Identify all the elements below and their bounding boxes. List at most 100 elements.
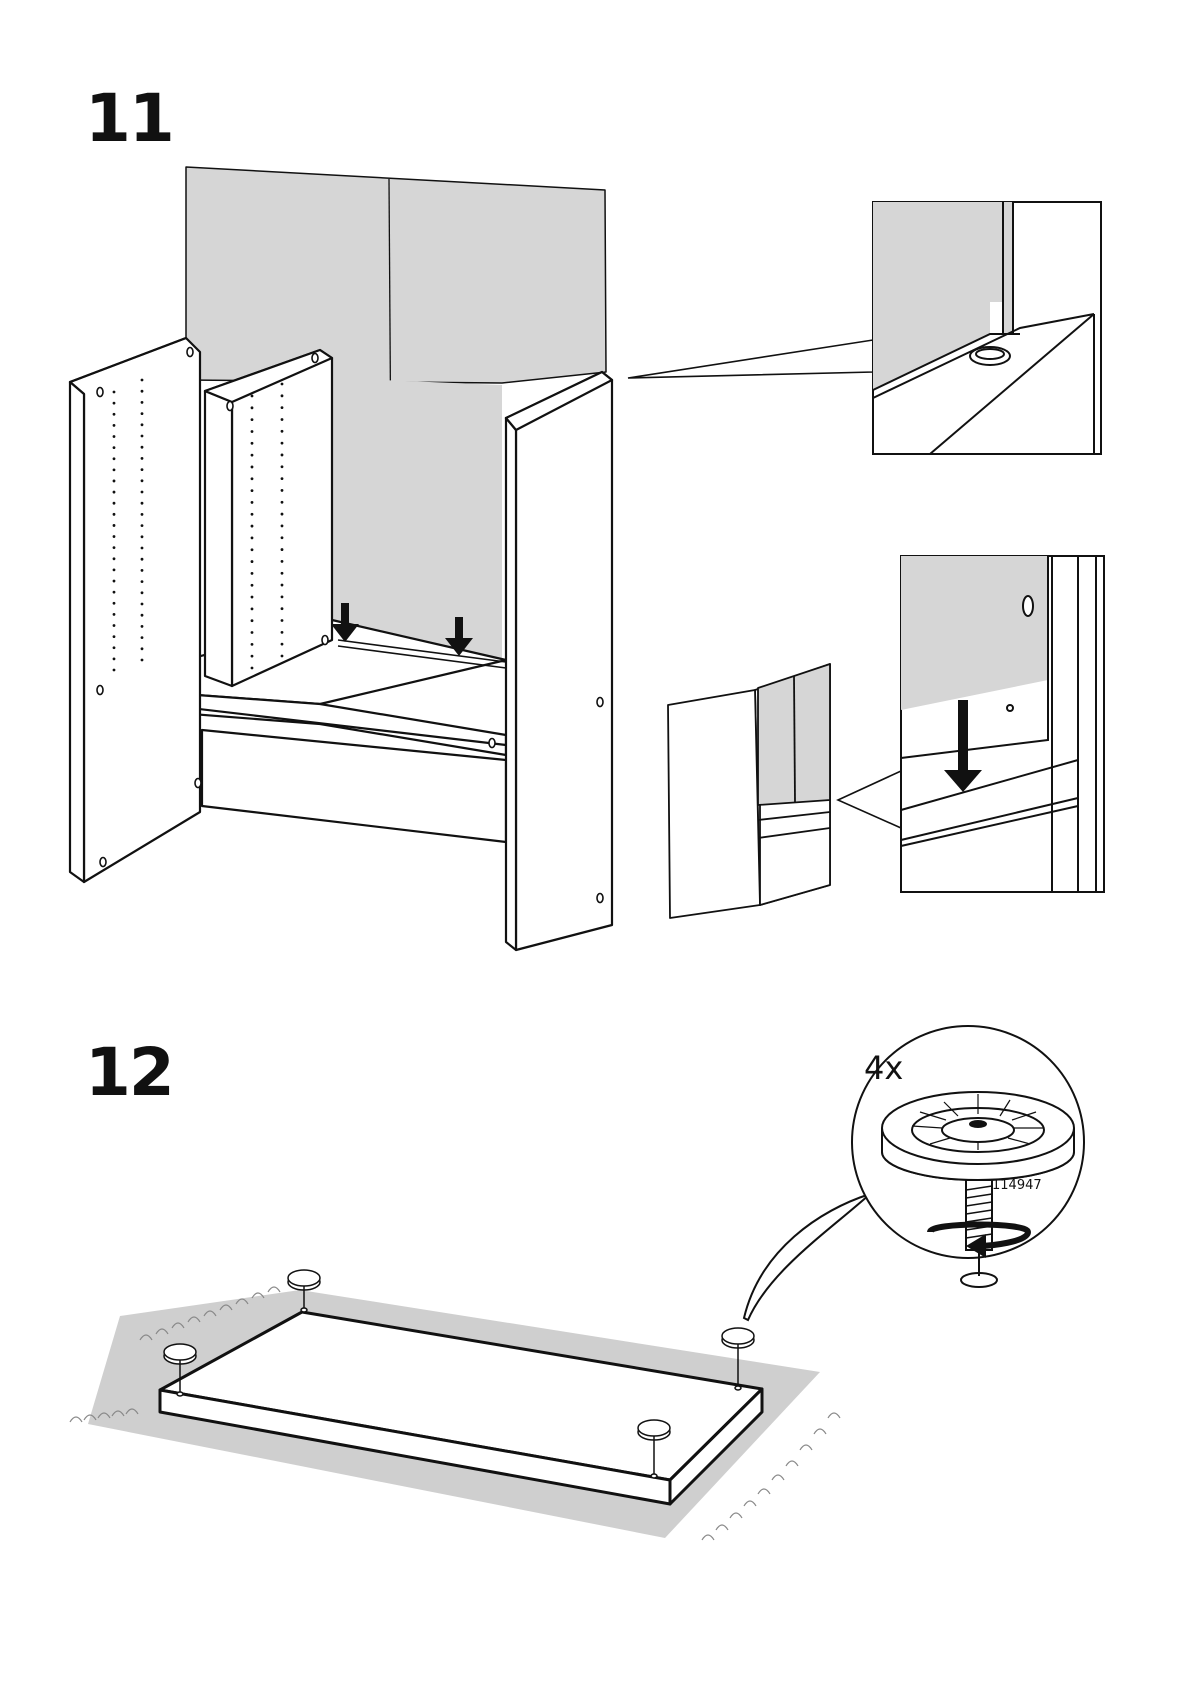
screw-hole [489, 739, 495, 748]
screw-hole [195, 779, 201, 788]
detail-top-groove [873, 202, 1101, 454]
peg-hole [251, 489, 254, 492]
peg-hole [141, 625, 144, 628]
peg-hole [281, 655, 284, 658]
peg-hole [141, 412, 144, 415]
peg-hole [251, 643, 254, 646]
peg-hole [141, 524, 144, 527]
peg-hole [141, 591, 144, 594]
peg-hole [281, 607, 284, 610]
peg-hole [141, 647, 144, 650]
peg-hole [281, 643, 284, 646]
peg-hole [113, 513, 116, 516]
screw-hole [187, 348, 193, 357]
peg-hole [281, 560, 284, 563]
step-number-11: 11 [85, 86, 173, 152]
peg-hole [281, 406, 284, 409]
screw-hole [597, 894, 603, 903]
peg-hole [281, 418, 284, 421]
peg-hole [141, 446, 144, 449]
callout-pointer-top [628, 340, 873, 378]
peg-hole [281, 430, 284, 433]
screw-hole [97, 388, 103, 397]
peg-hole [281, 631, 284, 634]
detail-back-panel-insert [901, 556, 1104, 892]
peg-hole [251, 560, 254, 563]
peg-hole [281, 619, 284, 622]
peg-hole [281, 513, 284, 516]
peg-hole [141, 614, 144, 617]
peg-hole [113, 646, 116, 649]
screw-hole [597, 698, 603, 707]
step-11-cabinet-frame [70, 167, 612, 950]
peg-hole [141, 435, 144, 438]
peg-hole [113, 657, 116, 660]
peg-hole [251, 406, 254, 409]
peg-hole [141, 547, 144, 550]
peg-hole [141, 491, 144, 494]
peg-hole [141, 535, 144, 538]
peg-hole [141, 390, 144, 393]
part-quantity: 4x [864, 1052, 903, 1084]
peg-hole [113, 402, 116, 405]
peg-hole [281, 442, 284, 445]
peg-hole [251, 501, 254, 504]
peg-hole [113, 591, 116, 594]
peg-hole [251, 572, 254, 575]
peg-hole [251, 667, 254, 670]
peg-hole [281, 489, 284, 492]
screw-hole [322, 636, 328, 645]
peg-hole [281, 572, 284, 575]
peg-hole [281, 536, 284, 539]
peg-hole [251, 619, 254, 622]
peg-hole [251, 477, 254, 480]
screw-hole [227, 402, 233, 411]
peg-hole [141, 479, 144, 482]
peg-hole [141, 580, 144, 583]
peg-hole [141, 659, 144, 662]
peg-hole [113, 580, 116, 583]
peg-hole [251, 525, 254, 528]
peg-hole [251, 466, 254, 469]
peg-hole [251, 430, 254, 433]
peg-hole [251, 631, 254, 634]
peg-hole [281, 501, 284, 504]
peg-hole [251, 607, 254, 610]
peg-hole [113, 524, 116, 527]
peg-hole [251, 537, 254, 540]
peg-hole [113, 391, 116, 394]
peg-hole [281, 584, 284, 587]
peg-hole [113, 502, 116, 505]
peg-hole [113, 535, 116, 538]
peg-hole [113, 413, 116, 416]
peg-hole [281, 454, 284, 457]
peg-hole [251, 454, 254, 457]
peg-hole [113, 457, 116, 460]
peg-hole [113, 669, 116, 672]
peg-hole [113, 468, 116, 471]
peg-hole [281, 394, 284, 397]
peg-hole [141, 457, 144, 460]
peg-hole [251, 584, 254, 587]
peg-hole [141, 423, 144, 426]
peg-hole [141, 401, 144, 404]
screw-hole [312, 354, 318, 363]
peg-hole [141, 603, 144, 606]
small-cabinet-overview [668, 664, 830, 918]
peg-hole [281, 465, 284, 468]
peg-hole [113, 557, 116, 560]
peg-hole [141, 513, 144, 516]
peg-hole [141, 558, 144, 561]
peg-hole [251, 442, 254, 445]
peg-hole [113, 569, 116, 572]
part-number: 114947 [992, 1179, 1042, 1192]
peg-hole [113, 635, 116, 638]
peg-hole [113, 491, 116, 494]
peg-hole [113, 613, 116, 616]
step-number-12: 12 [85, 1040, 173, 1106]
peg-hole [251, 513, 254, 516]
peg-hole [251, 418, 254, 421]
peg-hole [251, 548, 254, 551]
